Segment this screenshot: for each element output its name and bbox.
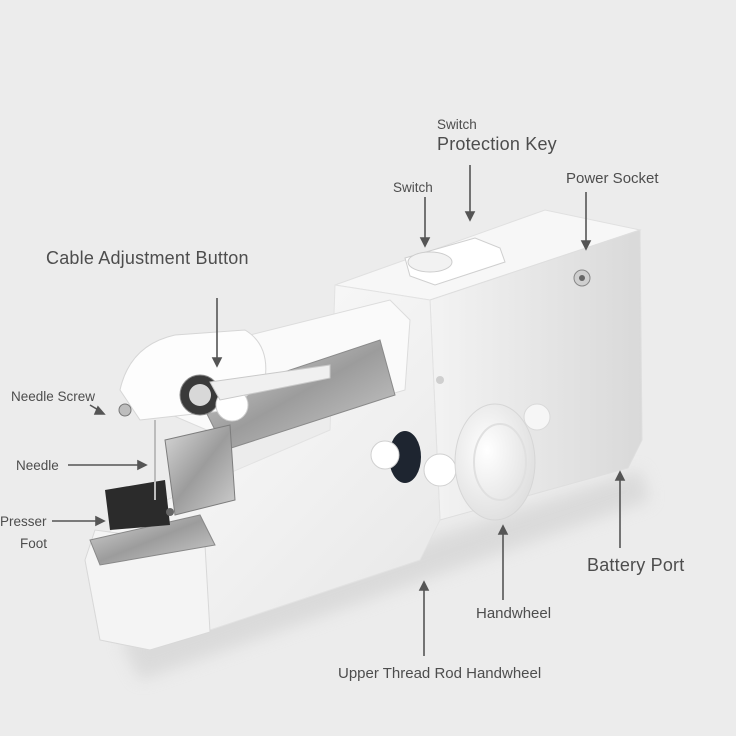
upper-thread-rod-handwheel-label: Upper Thread Rod Handwheel — [338, 665, 542, 682]
callout-arrows — [52, 165, 626, 656]
switch-protection-key-label-small: Switch — [437, 117, 477, 132]
cable-adjustment-button-label: Cable Adjustment Button — [46, 248, 249, 268]
machine-shadow — [120, 470, 650, 680]
presser-foot-metal — [164, 424, 236, 516]
presser-foot-dark — [105, 480, 170, 530]
needle-screw-label: Needle Screw — [11, 389, 96, 404]
needle-label: Needle — [16, 458, 59, 473]
switch-protection-key-label: Protection Key — [437, 134, 557, 154]
needle-screw-head — [118, 403, 132, 417]
battery-port-label: Battery Port — [587, 555, 685, 575]
presser-foot-label-line1: Presser — [0, 514, 47, 529]
thread-spool — [389, 431, 421, 483]
handwheel — [454, 403, 536, 521]
presser-foot-label-line2: Foot — [20, 536, 48, 551]
power-socket-label: Power Socket — [566, 170, 659, 187]
handwheel-label: Handwheel — [476, 605, 552, 622]
switch-label: Switch — [393, 180, 433, 195]
switch-body — [404, 237, 506, 286]
